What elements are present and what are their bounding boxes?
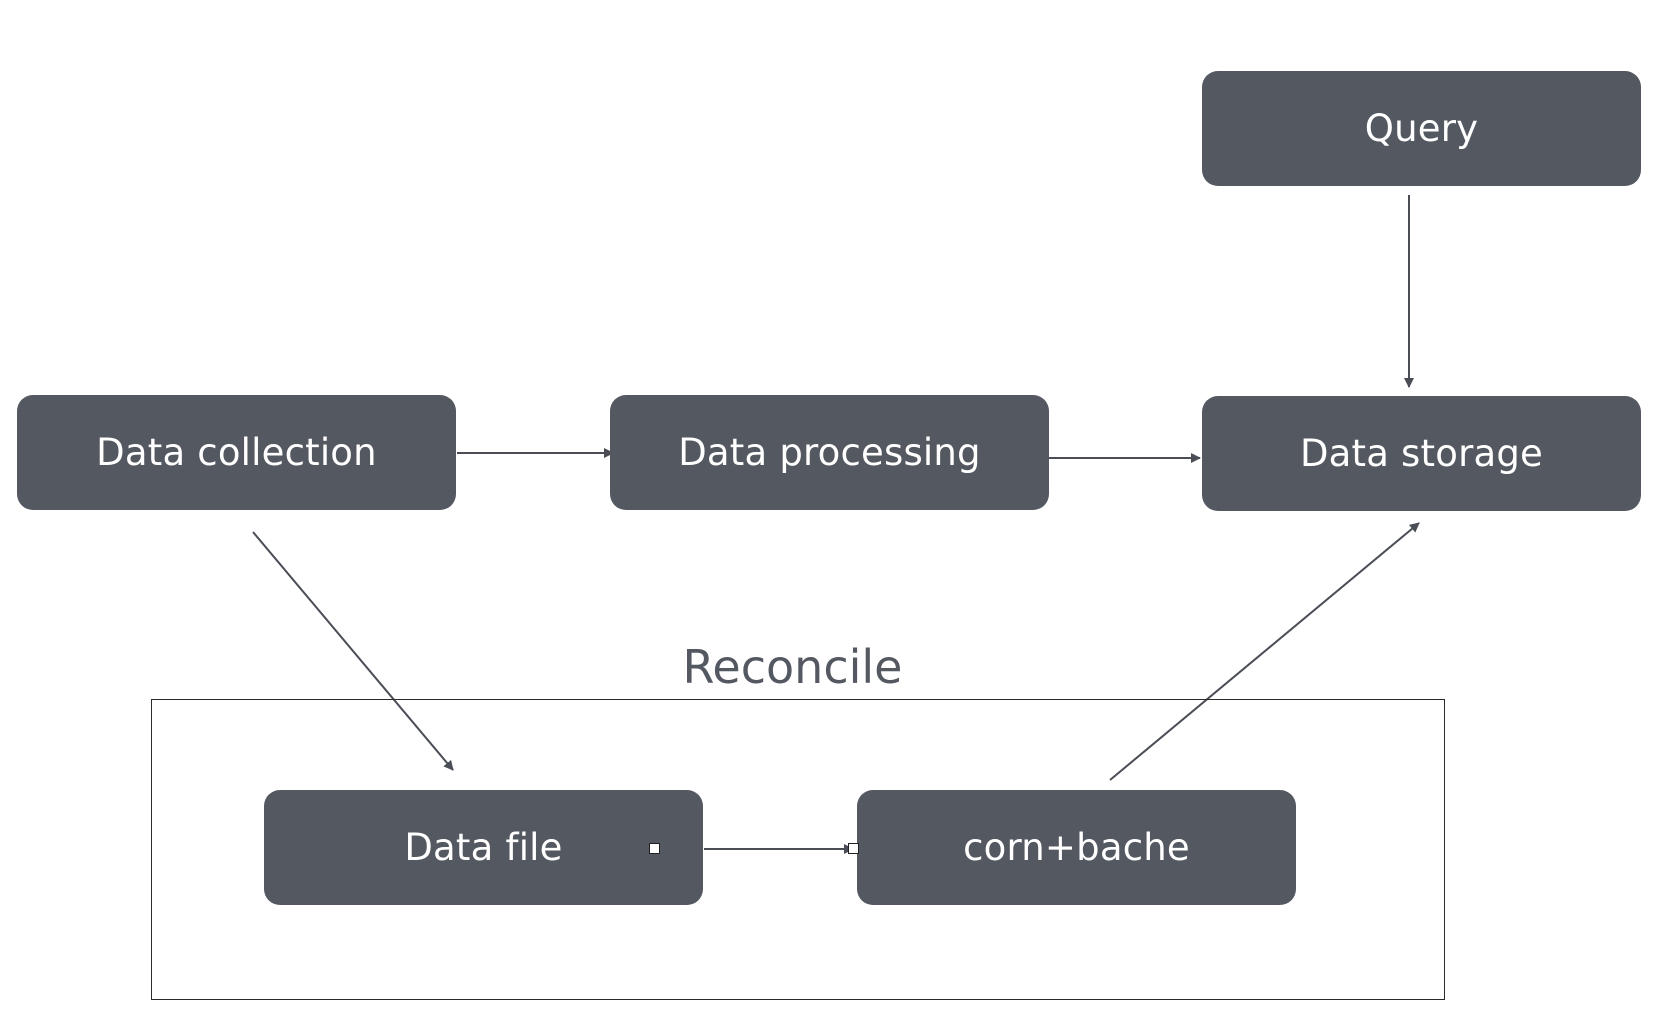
node-data-processing[interactable]: Data processing [610,395,1049,510]
node-data-collection-label: Data collection [96,431,377,474]
node-data-collection[interactable]: Data collection [17,395,456,510]
node-corn-bache-label: corn+bache [963,826,1190,869]
reconcile-group-frame [151,699,1445,1000]
node-query-label: Query [1364,107,1479,150]
node-data-file[interactable]: Data file [264,790,703,905]
node-query[interactable]: Query [1202,71,1641,186]
node-data-processing-label: Data processing [678,431,981,474]
connector-handle-source[interactable] [649,843,660,854]
connector-handle-target[interactable] [848,843,859,854]
reconcile-group-label: Reconcile [682,640,903,694]
node-data-storage-label: Data storage [1299,432,1544,475]
node-data-storage[interactable]: Data storage [1202,396,1641,511]
node-data-file-label: Data file [404,826,563,869]
node-corn-bache[interactable]: corn+bache [857,790,1296,905]
edge-corn-to-storage[interactable] [1109,522,1420,781]
edge-collection-to-file[interactable] [252,531,454,771]
